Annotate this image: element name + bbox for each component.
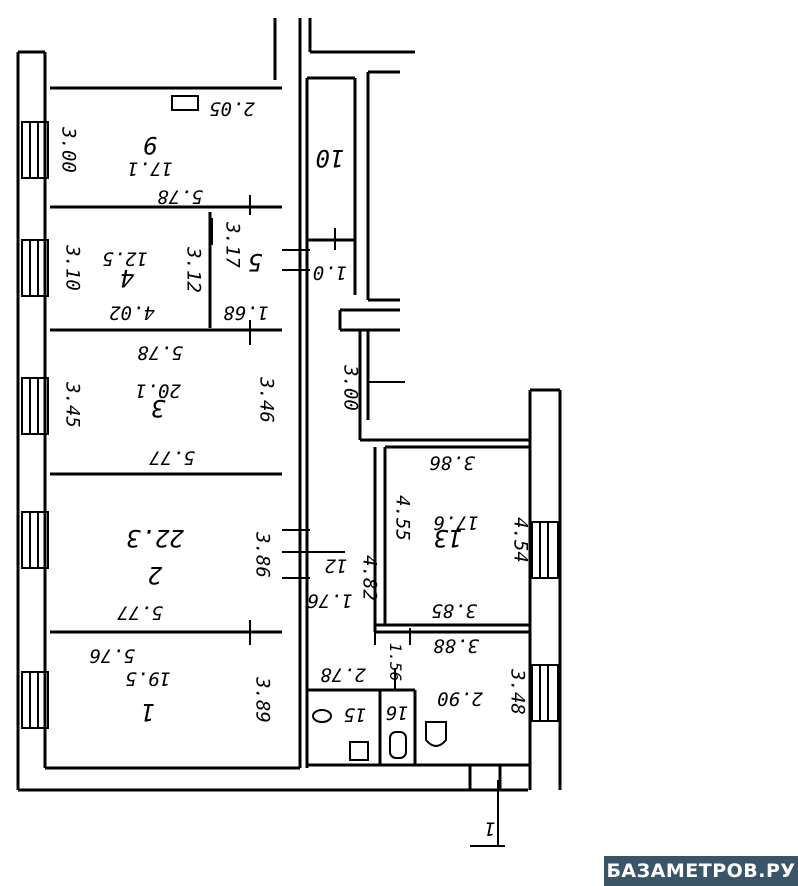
stove-icon [171, 95, 199, 111]
room-16-number: 16 [385, 701, 409, 724]
dim-12: 12 [324, 554, 348, 577]
room-4-length: 4.02 [109, 301, 155, 324]
room-13-top: 3.86 [429, 451, 475, 474]
section-mark-number: 1 [484, 817, 496, 840]
room-13-area: 17.6 [433, 511, 479, 534]
room-9-length-top: 2.05 [209, 97, 255, 120]
room-1-length: 5.76 [89, 644, 135, 667]
dim-2-90: 2.90 [437, 687, 483, 710]
watermark-logo: БАЗАМЕТРОВ.РУ [604, 856, 798, 886]
room-3-width-right: 3.46 [255, 377, 278, 423]
room-10-number: 10 [315, 144, 345, 172]
room-2-length: 5.77 [117, 601, 163, 624]
room-4-depth: 3.12 [182, 247, 205, 293]
dim-1-56: 1.56 [386, 642, 405, 682]
fixtures [171, 95, 447, 761]
room-1-width: 3.89 [251, 677, 274, 723]
dim-4-82: 4.82 [358, 555, 381, 601]
sink-icon [349, 741, 369, 761]
room-15-number: 15 [343, 703, 367, 726]
room-4-width: 3.10 [61, 245, 84, 291]
room-2-area: 22.3 [126, 524, 184, 552]
room-5-width: 3.17 [221, 222, 244, 268]
room-13-right: 4.54 [509, 517, 532, 563]
room-3-length-bottom: 5.77 [149, 446, 195, 469]
dimension-ticks [211, 195, 411, 690]
dim-1-0: 1.0 [312, 261, 348, 284]
room-13-left: 4.55 [391, 495, 414, 541]
toilet-icon [425, 721, 447, 747]
section-mark [470, 780, 520, 847]
washbasin-icon [312, 709, 332, 723]
room-9-area: 17.1 [127, 157, 173, 180]
room-1-number: 1 [140, 698, 156, 726]
room-9-number: 9 [142, 131, 158, 159]
room-13-bottom: 3.85 [431, 599, 477, 622]
room-4-area: 12.5 [102, 247, 148, 270]
windows-left [21, 121, 49, 729]
room-3-area: 20.1 [135, 379, 181, 402]
room-5-length: 1.68 [223, 301, 269, 324]
room-2-number: 2 [147, 561, 163, 589]
room-9-width: 3.00 [57, 127, 80, 173]
windows-right [531, 521, 559, 722]
dim-3-00: 3.00 [339, 365, 362, 411]
room-2-width: 3.86 [251, 532, 274, 578]
dim-2-78: 2.78 [320, 663, 366, 686]
room-3-width-left: 3.45 [61, 382, 84, 428]
room-1-area: 19.5 [125, 667, 171, 690]
room-9-length-bottom: 5.78 [157, 185, 203, 208]
bathtub-icon [389, 731, 407, 759]
dim-3-88: 3.88 [433, 634, 479, 657]
dim-1-76: 1.76 [307, 589, 353, 612]
room-5-number: 5 [247, 248, 263, 276]
room-3-length-top: 5.78 [137, 341, 183, 364]
dim-3-48: 3.48 [506, 669, 529, 715]
room-4-number: 4 [119, 264, 135, 292]
